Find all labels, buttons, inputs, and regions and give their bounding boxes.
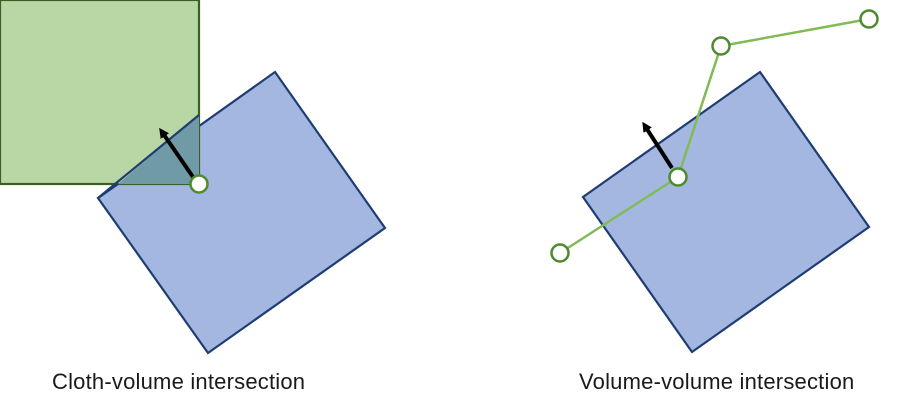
normal-arrow-icon	[159, 127, 195, 179]
caption-cloth-volume: Cloth-volume intersection	[52, 369, 306, 394]
cloth-volume-diagram	[0, 0, 387, 355]
volume-edge-overlap	[97, 114, 200, 199]
cloth-particle	[189, 174, 209, 194]
caption-volume-volume: Volume-volume intersection	[579, 369, 855, 394]
cloth-square	[0, 0, 201, 186]
chain-particle-3	[711, 36, 731, 56]
chain-particle-4	[859, 9, 879, 29]
normal-arrow-icon-right	[642, 121, 674, 170]
volume-box-right	[581, 70, 871, 354]
chain-particle-1	[550, 243, 570, 263]
particle-chain	[559, 17, 870, 255]
chain-particle-2	[668, 167, 688, 187]
